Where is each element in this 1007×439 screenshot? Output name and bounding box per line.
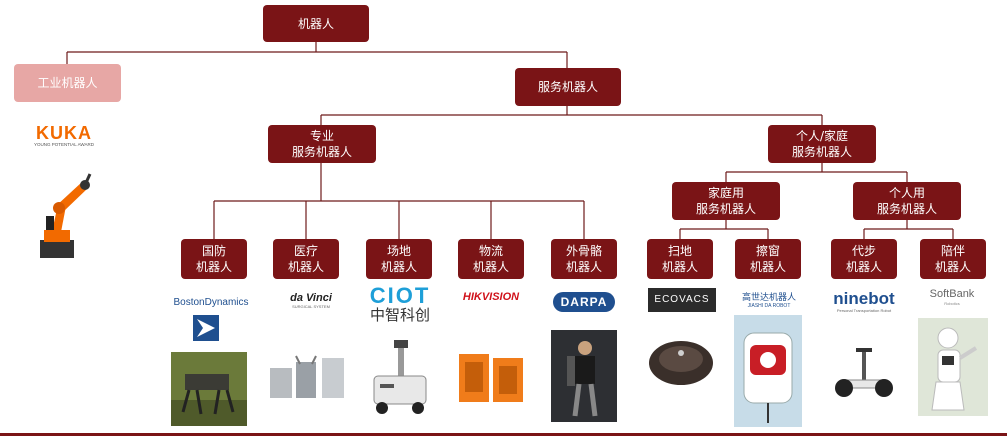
ciot-logo-text: CIOT bbox=[369, 282, 431, 308]
ecovacs-logo: ECOVACS bbox=[648, 288, 716, 312]
softbank-logo-subtext: Robotics bbox=[944, 300, 960, 306]
ciot-logo-chinese: 中智科创 bbox=[369, 306, 430, 324]
da-vinci-logo-text: da Vinci bbox=[290, 292, 332, 304]
softbank-logo: SoftBank Robotics bbox=[918, 286, 986, 308]
node-defense-robot: 国防 机器人 bbox=[181, 239, 247, 279]
surgical-robot-image bbox=[266, 354, 348, 406]
node-exoskeleton-robot: 外骨骼 机器人 bbox=[551, 239, 617, 279]
bigdog-robot-image bbox=[171, 352, 247, 426]
node-personal-home-service-robot: 个人/家庭 服务机器人 bbox=[768, 125, 876, 163]
boston-dynamics-logo-text: BostonDynamics bbox=[173, 296, 249, 308]
ninebot-logo: ninebot Personal Transportation Robot bbox=[828, 287, 900, 315]
kuka-logo-text: KUKA bbox=[36, 123, 92, 143]
darpa-logo-text: DARPA bbox=[552, 292, 616, 312]
node-window-cleaning-robot: 擦窗 机器人 bbox=[735, 239, 801, 279]
robot-vacuum-image bbox=[645, 333, 717, 391]
node-companion-robot: 陪伴 机器人 bbox=[920, 239, 986, 279]
window-cleaning-robot-image bbox=[734, 315, 802, 427]
kuka-logo-subtext: YOUNG POTENTIAL AWARD bbox=[33, 142, 94, 147]
node-home-use-service-robot: 家庭用 服务机器人 bbox=[672, 182, 780, 220]
boston-dynamics-logo: BostonDynamics bbox=[170, 295, 252, 309]
self-balancing-scooter-image bbox=[830, 344, 898, 402]
hobot-logo-text: 高世达机器人 bbox=[741, 292, 796, 302]
industrial-robot-arm-image bbox=[40, 173, 92, 258]
darpa-logo: DARPA bbox=[551, 290, 617, 314]
hikvision-logo: HIKVISION bbox=[456, 290, 526, 304]
hikvision-logo-text: HIKVISION bbox=[462, 291, 520, 303]
ninebot-logo-subtext: Personal Transportation Robot bbox=[836, 307, 892, 313]
kuka-logo: KUKA YOUNG POTENTIAL AWARD bbox=[22, 122, 106, 150]
hobot-logo-subtext: JIASHI DA ROBOT bbox=[747, 303, 791, 309]
da-vinci-logo-subtext: SURGICAL SYSTEM bbox=[292, 304, 330, 309]
ninebot-logo-text: ninebot bbox=[833, 288, 895, 308]
logistics-robot-image bbox=[455, 348, 527, 408]
softbank-logo-text: SoftBank bbox=[929, 287, 975, 300]
ecovacs-logo-text: ECOVACS bbox=[654, 294, 710, 305]
node-robot: 机器人 bbox=[263, 5, 369, 42]
node-logistics-robot: 物流 机器人 bbox=[458, 239, 524, 279]
node-industrial-robot: 工业机器人 bbox=[14, 64, 121, 102]
ciot-logo: CIOT 中智科创 bbox=[364, 284, 436, 324]
exoskeleton-robot-image bbox=[551, 330, 617, 422]
boston-dynamics-emblem-icon bbox=[193, 315, 219, 341]
hobot-logo: 高世达机器人 JIASHI DA ROBOT bbox=[731, 290, 807, 312]
node-venue-robot: 场地 机器人 bbox=[366, 239, 432, 279]
node-personal-use-service-robot: 个人用 服务机器人 bbox=[853, 182, 961, 220]
node-medical-robot: 医疗 机器人 bbox=[273, 239, 339, 279]
bottom-rule bbox=[0, 433, 1007, 436]
pepper-robot-image bbox=[918, 318, 988, 416]
da-vinci-logo: da Vinci SURGICAL SYSTEM bbox=[272, 290, 350, 312]
node-professional-service-robot: 专业 服务机器人 bbox=[268, 125, 376, 163]
node-service-robot: 服务机器人 bbox=[515, 68, 621, 106]
node-sweeping-robot: 扫地 机器人 bbox=[647, 239, 713, 279]
node-mobility-robot: 代步 机器人 bbox=[831, 239, 897, 279]
security-patrol-robot-image bbox=[360, 336, 438, 418]
